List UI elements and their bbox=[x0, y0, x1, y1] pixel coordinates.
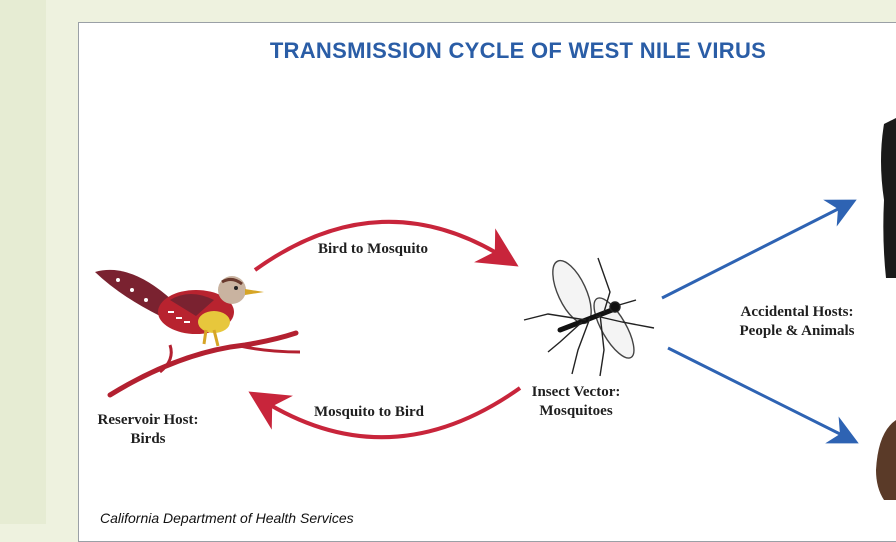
person-icon bbox=[881, 118, 896, 278]
label-insect-vector-line1: Insect Vector: bbox=[528, 383, 624, 402]
label-insect-vector: Insect Vector: Mosquitoes bbox=[528, 383, 624, 421]
arrow-to-animals bbox=[668, 348, 848, 438]
animal-icon bbox=[876, 420, 896, 500]
label-reservoir-line2: Birds bbox=[92, 430, 204, 449]
label-reservoir-line1: Reservoir Host: bbox=[92, 411, 204, 430]
arrow-to-people bbox=[662, 205, 846, 298]
label-bird-to-mosquito: Bird to Mosquito bbox=[318, 240, 428, 259]
mosquito-icon bbox=[524, 255, 654, 376]
label-accidental-line1: Accidental Hosts: bbox=[728, 303, 866, 322]
label-reservoir-host: Reservoir Host: Birds bbox=[92, 411, 204, 449]
bird-icon bbox=[95, 270, 300, 395]
label-mosquito-to-bird: Mosquito to Bird bbox=[314, 403, 424, 422]
label-insect-vector-line2: Mosquitoes bbox=[528, 402, 624, 421]
label-accidental-line2: People & Animals bbox=[728, 322, 866, 341]
label-accidental-hosts: Accidental Hosts: People & Animals bbox=[728, 303, 866, 341]
